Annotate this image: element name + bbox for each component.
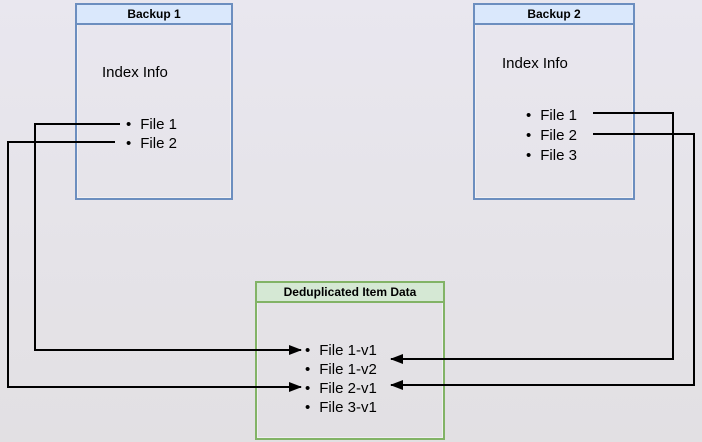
bullet-icon: • xyxy=(305,361,311,378)
bullet-icon: • xyxy=(305,399,311,416)
dedup-title: Deduplicated Item Data xyxy=(257,283,443,303)
file-version-label: File 1-v1 xyxy=(319,342,377,359)
file-version-label: File 1-v2 xyxy=(319,361,377,378)
list-item: • File 1 xyxy=(526,105,577,125)
bullet-icon: • xyxy=(126,116,132,133)
file-label: File 2 xyxy=(140,135,177,152)
backup1-title: Backup 1 xyxy=(77,5,231,25)
file-version-label: File 3-v1 xyxy=(319,399,377,416)
list-item: • File 2 xyxy=(526,125,577,145)
bullet-icon: • xyxy=(126,135,132,152)
list-item: • File 3 xyxy=(526,145,577,165)
list-item: • File 3-v1 xyxy=(305,398,377,417)
list-item: • File 1-v2 xyxy=(305,360,377,379)
backup2-subtitle: Index Info xyxy=(502,55,568,72)
list-item: • File 2 xyxy=(126,134,177,153)
file-label: File 3 xyxy=(540,146,577,164)
list-item: • File 1-v1 xyxy=(305,341,377,360)
backup2-box: Backup 2 Index Info • File 1 • File 2 • … xyxy=(473,3,635,200)
file-label: File 1 xyxy=(140,116,177,133)
bullet-icon: • xyxy=(305,342,311,359)
backup2-file-list: • File 1 • File 2 • File 3 xyxy=(526,105,577,165)
backup2-title: Backup 2 xyxy=(475,5,633,25)
bullet-icon: • xyxy=(526,126,532,144)
file-label: File 1 xyxy=(540,106,577,124)
file-label: File 2 xyxy=(540,126,577,144)
backup1-box: Backup 1 Index Info • File 1 • File 2 xyxy=(75,3,233,200)
deduplicated-item-data-box: Deduplicated Item Data • File 1-v1 • Fil… xyxy=(255,281,445,440)
list-item: • File 1 xyxy=(126,115,177,134)
backup1-subtitle: Index Info xyxy=(102,64,168,81)
bullet-icon: • xyxy=(526,106,532,124)
file-version-label: File 2-v1 xyxy=(319,380,377,397)
list-item: • File 2-v1 xyxy=(305,379,377,398)
dedup-file-list: • File 1-v1 • File 1-v2 • File 2-v1 • Fi… xyxy=(305,341,377,417)
bullet-icon: • xyxy=(305,380,311,397)
backup1-file-list: • File 1 • File 2 xyxy=(126,115,177,153)
bullet-icon: • xyxy=(526,146,532,164)
